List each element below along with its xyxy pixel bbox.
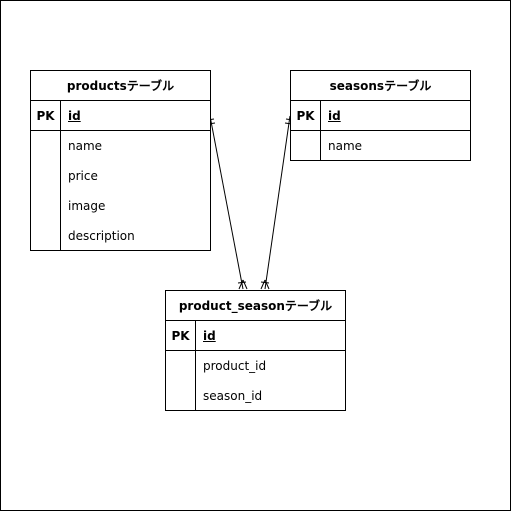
products-field-image: image <box>68 199 106 213</box>
products-table[interactable]: productsテーブル PK id name price image desc… <box>30 70 211 251</box>
products-field-description: description <box>68 229 135 243</box>
product-season-table[interactable]: product_seasonテーブル PK id product_id seas… <box>165 290 346 411</box>
key-cell-empty <box>166 351 196 381</box>
products-field-price: price <box>68 169 98 183</box>
relationship-products-product-season[interactable] <box>206 115 248 290</box>
relationship-seasons-product-season[interactable] <box>260 115 294 290</box>
pk-label: PK <box>31 101 61 130</box>
product-season-field-product-id: product_id <box>203 359 267 373</box>
seasons-pk-row[interactable]: PK id <box>291 101 470 131</box>
products-pk-row[interactable]: PK id <box>31 101 210 131</box>
key-cell-empty <box>31 131 61 161</box>
products-field-row[interactable]: image <box>31 191 210 221</box>
products-field-row[interactable]: name <box>31 131 210 161</box>
product-season-field-season-id: season_id <box>203 389 263 403</box>
pk-label: PK <box>166 321 196 350</box>
seasons-field-row[interactable]: name <box>291 131 470 161</box>
pk-label: PK <box>291 101 321 130</box>
key-cell-empty <box>291 131 321 161</box>
products-field-id: id <box>68 108 81 123</box>
seasons-table[interactable]: seasonsテーブル PK id name <box>290 70 471 161</box>
product-season-pk-row[interactable]: PK id <box>166 321 345 351</box>
key-cell-empty <box>31 161 61 191</box>
key-cell-empty <box>31 191 61 221</box>
products-field-row[interactable]: description <box>31 221 210 251</box>
key-cell-empty <box>31 221 61 251</box>
products-field-name: name <box>68 139 103 153</box>
product-season-table-title: product_seasonテーブル <box>166 291 345 321</box>
products-field-row[interactable]: price <box>31 161 210 191</box>
key-cell-empty <box>166 381 196 411</box>
product-season-field-id: id <box>203 328 216 343</box>
seasons-field-name: name <box>328 139 363 153</box>
product-season-field-row[interactable]: season_id <box>166 381 345 411</box>
products-table-title: productsテーブル <box>31 71 210 101</box>
product-season-field-row[interactable]: product_id <box>166 351 345 381</box>
seasons-table-title: seasonsテーブル <box>291 71 470 101</box>
seasons-field-id: id <box>328 108 341 123</box>
